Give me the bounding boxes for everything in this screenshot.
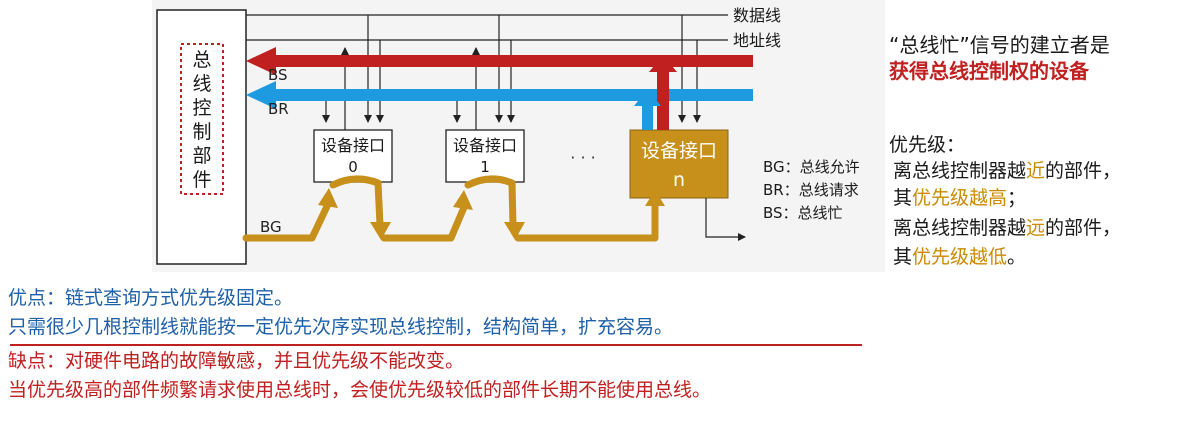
chain-polling-diagram: 总线控制部件 BS BR 设备接口 0 设备接口 1 设备接口 n [152,0,885,272]
bg-chain-arrowheads [318,188,665,240]
device-1-index: 1 [480,158,490,176]
bs-label: BS [268,66,288,84]
device-interface-1 [445,129,525,183]
signal-legend: BG：总线允许 BR：总线请求 BS：总线忙 [763,158,860,222]
br-arrow [246,81,753,109]
priority-high-word: 优先级越高 [912,187,1008,209]
priority-near-word: 近 [1026,160,1046,182]
priority-far-line: 离总线控制器越远的部件， [893,217,1121,240]
priority-near-post: 的部件， [1045,160,1122,182]
priority-high-line: 其优先级越高； [893,187,1026,210]
svg-text:BR：总线请求: BR：总线请求 [763,181,859,199]
device-interface-0 [313,129,393,183]
device-n-bus-taps [678,15,701,123]
cons-detail: 当优先级高的部件频繁请求使用总线时，会使优先级较低的部件长期不能使用总线。 [8,379,712,401]
data-line-label: 数据线 [733,6,781,25]
priority-near-line: 离总线控制器越近的部件， [893,160,1121,183]
device-1-name: 设备接口 [453,136,517,155]
priority-far-pre: 离总线控制器越 [893,217,1027,239]
bg-chain [242,175,659,242]
priority-low-word: 优先级越低 [912,246,1008,268]
pros-underline [10,344,862,346]
device-n-br-arrow [634,89,661,130]
address-line-label: 地址线 [733,31,781,50]
controller-label: 总线控制部件 [192,49,211,191]
pros-title: 优点：链式查询方式优先级固定。 [8,287,294,309]
svg-text:BG：总线允许: BG：总线允许 [763,158,860,176]
devices-ellipsis: · · · [570,148,595,167]
bg-label: BG [260,218,282,236]
device-n-index: n [673,169,685,191]
device-n-bs-arrow [649,55,677,130]
device-0-name: 设备接口 [321,136,385,155]
device-n-name: 设备接口 [641,140,717,162]
device-interface-n [629,129,729,199]
priority-low-line: 其优先级越低。 [893,246,1026,269]
bus-controller [156,9,247,265]
svg-text:BS：总线忙: BS：总线忙 [763,204,843,222]
busy-signal-note: “总线忙”信号的建立者是 [889,33,1110,57]
priority-low-post: 。 [1007,246,1027,268]
priority-title: 优先级： [889,134,966,156]
device-n-bg-output [705,198,746,241]
svg-text:总线控制部件: 总线控制部件 [192,49,211,191]
br-label: BR [268,100,289,118]
priority-far-post: 的部件， [1045,217,1122,239]
priority-high-post: ； [1007,187,1027,209]
device-0-index: 0 [348,158,358,176]
priority-low-pre: 其 [893,246,913,268]
priority-high-pre: 其 [893,187,913,209]
priority-near-pre: 离总线控制器越 [893,160,1027,182]
cons-title: 缺点：对硬件电路的故障敏感，并且优先级不能改变。 [8,350,465,372]
controller-label-box [180,43,224,195]
busy-signal-owner: 获得总线控制权的设备 [889,59,1089,83]
bs-arrow [246,47,753,75]
pros-detail: 只需很少几根控制线就能按一定优先次序实现总线控制，结构简单，扩充容易。 [8,316,674,338]
priority-far-word: 远 [1026,217,1046,239]
